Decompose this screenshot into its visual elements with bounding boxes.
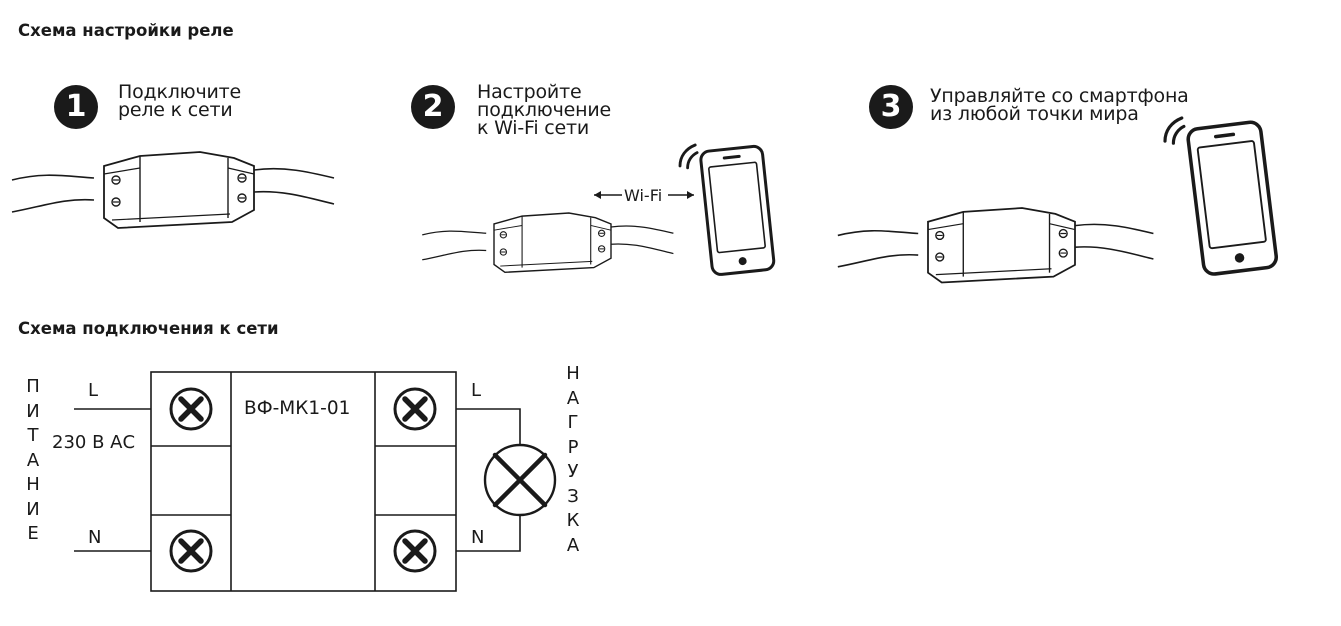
input-neutral-label: N: [88, 527, 102, 548]
supply-vertical-label: П И Т А Н И Е: [22, 375, 44, 547]
supply-letter: Е: [27, 523, 39, 544]
load-letter: А: [566, 387, 580, 409]
supply-letter: А: [26, 449, 40, 471]
output-wires: [456, 408, 521, 552]
input-line-label: L: [88, 380, 99, 401]
lamp-load-icon: [483, 443, 557, 517]
input-wires: [74, 408, 151, 552]
device-block: [150, 371, 457, 592]
step-2-line-1: Настройте: [477, 81, 582, 103]
load-vertical-label: Н А Г Р У З К А: [562, 362, 584, 558]
screw-terminal-icon: [171, 531, 211, 571]
step-1-line-1: Подключите: [118, 81, 241, 103]
screw-terminal-icon: [171, 389, 211, 429]
load-letter: Г: [567, 412, 579, 433]
step-1-badge: 1: [54, 85, 98, 129]
output-line-label: L: [471, 380, 482, 401]
step-2-line-3: к Wi-Fi сети: [477, 117, 590, 139]
supply-letter: И: [26, 400, 40, 422]
step-2-text: Настройте подключение к Wi-Fi сети: [477, 81, 611, 139]
load-letter: У: [567, 461, 579, 482]
step-3-badge: 3: [869, 85, 913, 129]
supply-letter: П: [26, 376, 40, 397]
load-letter: Р: [567, 436, 579, 458]
load-letter: А: [566, 534, 580, 556]
step-1-line-2: реле к сети: [118, 99, 233, 121]
input-voltage-label: 230 В АС: [52, 432, 136, 453]
supply-letter: Т: [27, 425, 39, 446]
supply-letter: И: [26, 498, 40, 520]
load-letter: З: [567, 485, 579, 507]
wiring-section-title: Схема подключения к сети: [18, 319, 279, 338]
device-model-label: ВФ-МК1-01: [244, 398, 351, 419]
step-2-badge: 2: [411, 85, 455, 129]
step-3-text: Управляйте со смартфона из любой точки м…: [930, 85, 1189, 125]
step-3-line-1: Управляйте со смартфона: [930, 85, 1189, 107]
wifi-link-label: Wi-Fi: [624, 186, 663, 205]
screw-terminal-icon: [395, 389, 435, 429]
step-2-line-2: подключение: [477, 99, 611, 121]
setup-section-title: Схема настройки реле: [18, 21, 234, 40]
wifi-link-arrows: [594, 191, 694, 199]
step-3-line-2: из любой точки мира: [930, 103, 1139, 125]
load-letter: К: [566, 510, 580, 531]
load-letter: Н: [566, 363, 580, 384]
supply-letter: Н: [26, 474, 40, 495]
step-1-text: Подключите реле к сети: [118, 81, 241, 121]
output-neutral-label: N: [471, 527, 485, 548]
screw-terminal-icon: [395, 531, 435, 571]
